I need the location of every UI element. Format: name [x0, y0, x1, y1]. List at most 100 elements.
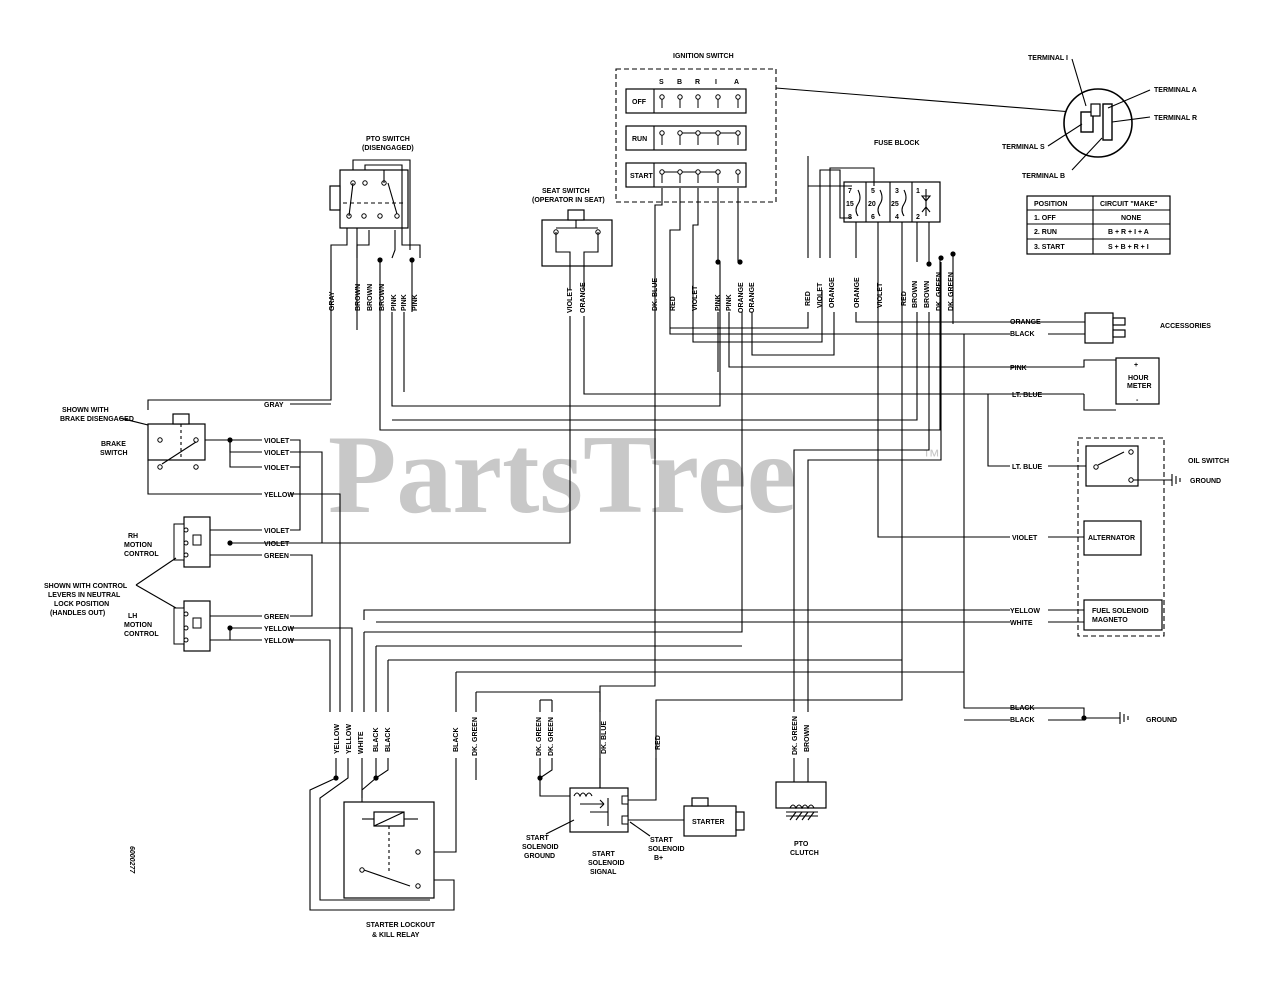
- wire-label-brown-top-3: BROWN: [379, 284, 386, 311]
- terminal-b-label: TERMINAL B: [1022, 173, 1065, 180]
- wire-label-black-right-2: BLACK: [1010, 705, 1035, 712]
- wire-label-gray-top: GRAY: [329, 291, 336, 311]
- hour-meter-label-2: METER: [1127, 383, 1152, 390]
- wire-label-orange-fuse: ORANGE: [829, 277, 836, 308]
- wire-label-gray-left: GRAY: [264, 402, 284, 409]
- seat-switch-subtitle: (OPERATOR IN SEAT): [532, 197, 605, 204]
- position-table-header-circuit: CIRCUIT "MAKE": [1100, 201, 1158, 208]
- terminal-r-label: TERMINAL R: [1154, 115, 1197, 122]
- wire-label-pink-right: PINK: [1010, 365, 1027, 372]
- wire-label-violet-ign: VIOLET: [692, 285, 699, 311]
- brake-note-2: BRAKE DISENGAGED: [60, 416, 134, 423]
- left-wire-labels: GRAY VIOLET VIOLET VIOLET YELLOW VIOLET …: [264, 402, 294, 645]
- wire-label-red-ign: RED: [670, 296, 677, 311]
- pto-switch: PTO SWITCH (DISENGAGED): [147, 136, 421, 410]
- fuse-pin-4: 4: [895, 214, 899, 221]
- wire-label-yellow-left-3: YELLOW: [264, 638, 294, 645]
- hour-meter: + HOUR METER -: [1115, 357, 1160, 405]
- accessories-plug: ACCESSORIES: [1084, 312, 1211, 344]
- wire-label-pink-top-1: PINK: [391, 294, 398, 311]
- hour-meter-minus: -: [1136, 397, 1139, 404]
- ignition-col-i: I: [715, 79, 717, 86]
- ignition-row-start-label: START: [630, 173, 654, 180]
- brake-switch-label-2: SWITCH: [100, 450, 128, 457]
- lh-motion-label-1: LH: [128, 613, 137, 620]
- ignition-row-off-label: OFF: [632, 99, 647, 106]
- wire-label-yellow-relay-2: YELLOW: [346, 724, 353, 754]
- ignition-switch: IGNITION SWITCH S B R I A OFF RUN START: [615, 53, 1073, 203]
- alternator: [1083, 520, 1142, 556]
- levers-note-3: LOCK POSITION: [54, 601, 109, 608]
- wire-label-green-left-1: GREEN: [264, 553, 289, 560]
- wire-label-black-relay-3: BLACK: [453, 728, 460, 753]
- ignition-col-r: R: [695, 79, 700, 86]
- wire-label-red-fuse: RED: [805, 291, 812, 306]
- wire-label-dk-green-relay: DK. GREEN: [472, 717, 479, 756]
- ignition-row-run: [625, 125, 747, 151]
- wire-label-violet-fuse-bottom: VIOLET: [877, 282, 884, 308]
- fuse-pin-7: 7: [848, 188, 852, 195]
- start-solenoid-ground-1: START: [526, 835, 550, 842]
- lh-motion-label-3: CONTROL: [124, 631, 159, 638]
- lh-motion-label-2: MOTION: [124, 622, 152, 629]
- levers-note-1: SHOWN WITH CONTROL: [44, 583, 128, 590]
- wire-label-dk-green-sol-2: DK. GREEN: [548, 717, 555, 756]
- wire-label-black-right-1: BLACK: [1010, 331, 1035, 338]
- pto-clutch: PTO CLUTCH: [775, 781, 827, 857]
- starter-motor: STARTER: [683, 797, 745, 837]
- fuse-pin-1: 1: [916, 188, 920, 195]
- wire-label-brown-top-1: BROWN: [355, 284, 362, 311]
- hour-meter-plus: +: [1134, 362, 1138, 369]
- wire-label-pink-top-3: PINK: [412, 294, 419, 311]
- brake-switch: SHOWN WITH BRAKE DISENGAGED BRAKE SWITCH: [60, 407, 206, 470]
- wire-label-white-right: WHITE: [1010, 620, 1033, 627]
- wire-label-violet-right: VIOLET: [1012, 535, 1038, 542]
- ignition-col-a: A: [734, 79, 739, 86]
- fuse-block: FUSE BLOCK 7 5 3 1 15 20 25 8 6 4 2: [843, 140, 941, 223]
- ignition-terminal-diagram: TERMINAL I TERMINAL A TERMINAL R TERMINA…: [1002, 55, 1197, 180]
- wire-label-orange-ign-2: ORANGE: [749, 282, 756, 313]
- engine-components-group: OIL SWITCH GROUND ALTERNATOR FUEL SOLENO…: [1077, 437, 1229, 637]
- fuse-pin-5: 5: [871, 188, 875, 195]
- start-solenoid-b-1: START: [650, 837, 674, 844]
- position-table-row-off: 1. OFF: [1034, 215, 1057, 222]
- junction-dots: [227, 251, 1087, 781]
- pto-clutch-label-1: PTO: [794, 841, 809, 848]
- ignition-col-b: B: [677, 79, 682, 86]
- fuel-solenoid: [1083, 599, 1163, 631]
- start-solenoid-b-2: SOLENOID: [648, 846, 685, 853]
- terminal-s-label: TERMINAL S: [1002, 144, 1045, 151]
- fuse-pin-20: 20: [868, 201, 876, 208]
- wire-label-violet-seat: VIOLET: [567, 287, 574, 313]
- start-solenoid-ground-3: GROUND: [524, 853, 555, 860]
- wire-label-brown-fuse-bottom-2: BROWN: [924, 281, 931, 308]
- ignition-contacts: [659, 94, 741, 183]
- start-solenoid: START SOLENOID GROUND START SOLENOID SIG…: [522, 787, 685, 876]
- wire-label-violet-left-5: VIOLET: [264, 541, 290, 548]
- wire-label-white-relay: WHITE: [358, 731, 365, 754]
- rh-motion-label-2: MOTION: [124, 542, 152, 549]
- bottom-vertical-labels: YELLOW YELLOW WHITE BLACK BLACK BLACK DK…: [334, 716, 811, 756]
- wire-label-black-relay-2: BLACK: [385, 728, 392, 753]
- main-ground-label: GROUND: [1146, 717, 1177, 724]
- start-solenoid-b-3: B+: [654, 855, 663, 862]
- wire-label-brown-fuse-bottom-1: BROWN: [912, 281, 919, 308]
- wire-label-violet-fuse: VIOLET: [817, 282, 824, 308]
- watermark: PartsTree: [328, 413, 797, 537]
- starter-relay-label-2: & KILL RELAY: [372, 932, 420, 939]
- wire-label-pink-ign-2: PINK: [726, 294, 733, 311]
- wire-label-violet-left-2: VIOLET: [264, 450, 290, 457]
- wire-label-red-fuse-bottom: RED: [901, 291, 908, 306]
- fuse-pin-25: 25: [891, 201, 899, 208]
- ignition-row-run-label: RUN: [632, 136, 647, 143]
- drawing-number: 6000277: [128, 846, 135, 874]
- position-table-row-run: 2. RUN: [1034, 229, 1057, 236]
- rh-motion-control: RH MOTION CONTROL: [124, 516, 211, 568]
- position-table-row-off-circuit: NONE: [1121, 215, 1142, 222]
- position-table-header-position: POSITION: [1034, 201, 1067, 208]
- start-solenoid-signal-1: START: [592, 851, 616, 858]
- wire-label-red-sol: RED: [655, 735, 662, 750]
- wire-label-pink-top-2: PINK: [401, 294, 408, 311]
- wire-label-yellow-relay-1: YELLOW: [334, 724, 341, 754]
